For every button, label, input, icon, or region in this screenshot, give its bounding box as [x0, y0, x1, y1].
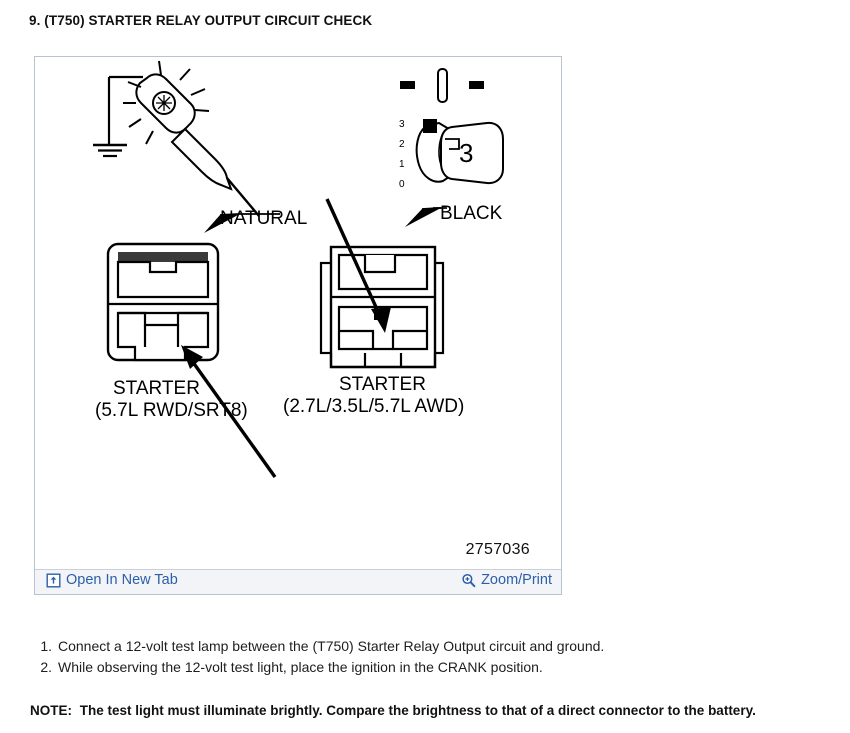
zoom-print-label: Zoom/Print [481, 572, 552, 589]
list-item: 2. While observing the 12-volt test ligh… [38, 657, 604, 678]
step-text: While observing the 12-volt test light, … [58, 659, 543, 675]
note-block: NOTE: The test light must illuminate bri… [30, 703, 756, 718]
wiring-diagram-image: 3 2 1 0 3 NATURAL BLACK [35, 57, 561, 569]
connector-right-title: STARTER [339, 374, 426, 395]
ignition-position-3: 3 [399, 119, 405, 130]
callout-black: BLACK [405, 203, 503, 227]
list-item: 1. Connect a 12-volt test lamp between t… [38, 636, 604, 657]
open-in-new-tab-icon [46, 573, 61, 588]
figure-part-number: 2757036 [465, 541, 530, 558]
step-text: Connect a 12-volt test lamp between the … [58, 638, 605, 654]
step-number: 2. [40, 659, 52, 675]
ignition-selected-position: 3 [459, 138, 473, 168]
ignition-position-1: 1 [399, 159, 405, 170]
connector-right-starter: STARTER (2.7L/3.5L/5.7L AWD) [283, 245, 464, 417]
test-lamp-probe-icon [93, 60, 260, 217]
callout-black-label: BLACK [440, 203, 503, 224]
magnifier-plus-icon [461, 573, 476, 588]
open-in-new-tab-label: Open In New Tab [66, 572, 178, 589]
open-in-new-tab-button[interactable]: Open In New Tab [46, 573, 178, 588]
step-number: 1. [40, 638, 52, 654]
pointer-arrow-to-right-connector [325, 198, 391, 333]
ignition-key-switch-icon: 3 2 1 0 3 [399, 68, 504, 190]
figure-container: 3 2 1 0 3 NATURAL BLACK [34, 56, 562, 595]
zoom-print-button[interactable]: Zoom/Print [461, 573, 552, 588]
connector-left-subtitle: (5.7L RWD/SRT8) [95, 400, 248, 421]
connector-right-subtitle: (2.7L/3.5L/5.7L AWD) [283, 396, 464, 417]
callout-natural-label: NATURAL [220, 208, 307, 229]
connector-left-title: STARTER [113, 378, 200, 399]
callout-natural: NATURAL [204, 208, 307, 233]
ignition-position-2: 2 [399, 139, 405, 150]
connector-left-starter: STARTER (5.7L RWD/SRT8) [95, 242, 248, 421]
pointer-arrow-to-left-connector [181, 345, 277, 478]
figure-toolbar: Open In New Tab Zoom/Print [35, 569, 561, 594]
page-title: 9. (T750) STARTER RELAY OUTPUT CIRCUIT C… [29, 13, 373, 28]
ignition-position-0: 0 [399, 179, 405, 190]
note-label: NOTE: [30, 703, 72, 718]
note-text: The test light must illuminate brightly.… [79, 703, 756, 718]
procedure-steps: 1. Connect a 12-volt test lamp between t… [38, 636, 604, 678]
